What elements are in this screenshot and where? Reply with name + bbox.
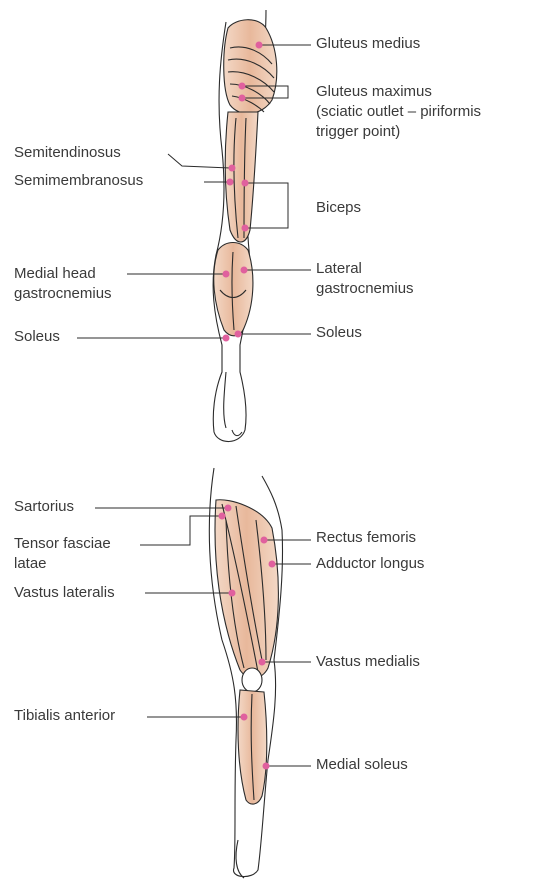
label-biceps: Biceps (316, 198, 361, 218)
trigger-point-semitendinosus (229, 165, 236, 172)
trigger-point-gluteus-medius (256, 42, 263, 49)
label-lateral-gastrocnemius: Lateral gastrocnemius (316, 259, 414, 299)
label-vastus-medialis: Vastus medialis (316, 652, 420, 672)
label-adductor-longus: Adductor longus (316, 554, 424, 574)
trigger-point-biceps-lower (242, 225, 249, 232)
trigger-point-vastus-medialis (259, 659, 266, 666)
label-gluteus-medius: Gluteus medius (316, 34, 420, 54)
leader-semitendinosus (168, 154, 230, 168)
label-soleus-right: Soleus (316, 323, 362, 343)
label-semitendinosus: Semitendinosus (14, 143, 121, 163)
trigger-point-biceps-upper (242, 180, 249, 187)
label-soleus-left: Soleus (14, 327, 60, 347)
label-medial-soleus: Medial soleus (316, 755, 408, 775)
label-gluteus-maximus: Gluteus maximus (sciatic outlet – pirifo… (316, 82, 481, 142)
quadriceps (215, 500, 278, 678)
trigger-point-vastus-lateralis (229, 590, 236, 597)
trigger-point-adductor-longus (269, 561, 276, 568)
patella (242, 668, 262, 692)
trigger-point-semimembranosus (227, 179, 234, 186)
shin (238, 690, 267, 804)
gluteal-region (224, 20, 277, 114)
trigger-point-soleus-left (223, 335, 230, 342)
trigger-point-gluteus-maximus-lower (239, 95, 246, 102)
anterior-leg (209, 468, 282, 878)
trigger-point-tibialis-anterior (241, 714, 248, 721)
label-tibialis-anterior: Tibialis anterior (14, 706, 115, 726)
label-sartorius: Sartorius (14, 497, 74, 517)
trigger-point-gluteus-maximus-upper (239, 83, 246, 90)
label-semimembranosus: Semimembranosus (14, 171, 143, 191)
trigger-point-medial-soleus (263, 763, 270, 770)
label-rectus-femoris: Rectus femoris (316, 528, 416, 548)
label-vastus-lateralis: Vastus lateralis (14, 583, 115, 603)
label-medial-head-gastrocnemius: Medial head gastrocnemius (14, 264, 112, 304)
trigger-point-sartorius (225, 505, 232, 512)
trigger-point-lateral-gastrocnemius (241, 267, 248, 274)
hamstrings (225, 112, 258, 242)
label-tensor-fasciae-latae: Tensor fasciae latae (14, 534, 111, 574)
trigger-point-tensor-fasciae-latae (219, 513, 226, 520)
trigger-point-soleus-right (235, 331, 242, 338)
trigger-point-medial-gastrocnemius (223, 271, 230, 278)
trigger-point-rectus-femoris (261, 537, 268, 544)
